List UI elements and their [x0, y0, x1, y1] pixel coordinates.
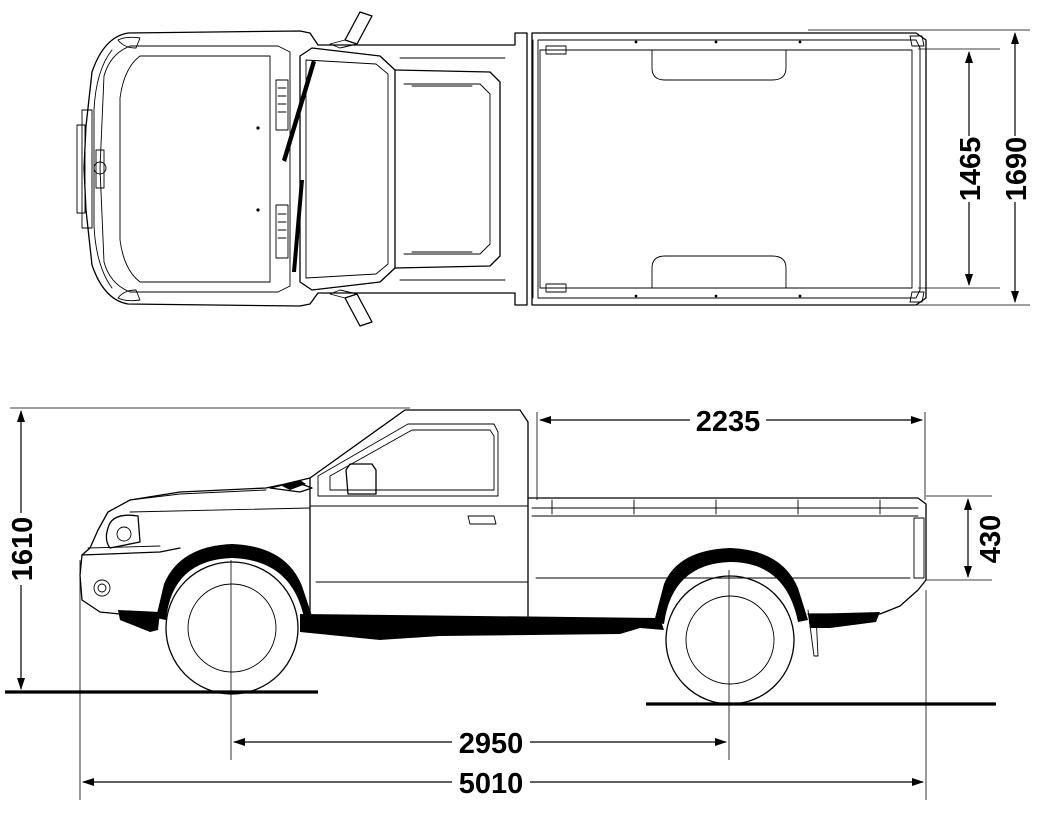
bed-length-label: 2235 [696, 406, 761, 438]
overall-height-label: 1610 [7, 517, 39, 582]
side-view [5, 409, 996, 706]
side-view-dimensions: 1610 2235 430 2950 5010 [6, 404, 1007, 800]
wheelbase-label: 2950 [459, 728, 524, 760]
rear-wheel [665, 575, 795, 705]
front-wheel [165, 561, 299, 695]
overall-length-label: 5010 [459, 768, 524, 800]
bed-inner-width-label: 1465 [955, 137, 987, 202]
top-view [76, 11, 927, 327]
overall-width-label: 1690 [1001, 137, 1033, 202]
top-view-dimensions: 1465 1690 [808, 29, 1033, 306]
bed-depth-label: 430 [975, 515, 1007, 563]
